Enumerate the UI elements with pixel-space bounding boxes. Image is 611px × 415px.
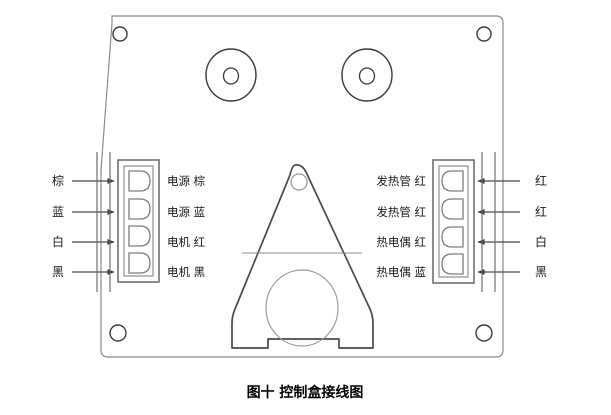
bracket-top-hole bbox=[290, 173, 308, 191]
right-outer-label-1: 红 bbox=[535, 173, 547, 188]
left-outer-label-3: 白 bbox=[52, 234, 64, 249]
right-terminal-2 bbox=[441, 198, 464, 220]
left-terminal-2 bbox=[128, 198, 151, 220]
left-inner-label-2: 电源 蓝 bbox=[167, 205, 205, 219]
left-terminal-4 bbox=[128, 252, 151, 274]
left-terminal-3 bbox=[128, 225, 151, 247]
left-inner-label-1: 电源 棕 bbox=[167, 174, 206, 188]
knob-right-inner bbox=[358, 67, 376, 85]
right-terminal-1 bbox=[441, 170, 464, 192]
right-outer-label-3: 白 bbox=[535, 234, 547, 249]
right-inner-label-3: 热电偶 红 bbox=[376, 235, 426, 249]
left-outer-label-1: 棕 bbox=[52, 173, 64, 188]
left-terminal-1 bbox=[128, 170, 151, 192]
left-outer-label-2: 蓝 bbox=[52, 205, 64, 219]
mounting-hole-bottom-right bbox=[475, 324, 493, 342]
right-terminal-4 bbox=[441, 253, 464, 275]
mounting-hole-top-left bbox=[112, 26, 128, 42]
right-inner-label-4: 热电偶 蓝 bbox=[376, 265, 426, 279]
mounting-hole-top-right bbox=[476, 26, 492, 42]
right-inner-label-1: 发热管 红 bbox=[376, 174, 426, 188]
bracket-center-circle bbox=[265, 269, 339, 347]
right-terminal-3 bbox=[441, 226, 464, 248]
right-inner-label-2: 发热管 红 bbox=[376, 205, 426, 219]
left-outer-label-4: 黑 bbox=[52, 265, 64, 279]
right-outer-label-2: 红 bbox=[535, 204, 547, 219]
mounting-hole-bottom-left bbox=[109, 324, 127, 342]
left-inner-label-4: 电机 黑 bbox=[167, 265, 205, 279]
left-inner-label-3: 电机 红 bbox=[167, 235, 205, 249]
knob-left-inner bbox=[222, 67, 240, 85]
figure-caption: 图十 控制盒接线图 bbox=[247, 384, 364, 401]
right-outer-label-4: 黑 bbox=[535, 265, 547, 279]
